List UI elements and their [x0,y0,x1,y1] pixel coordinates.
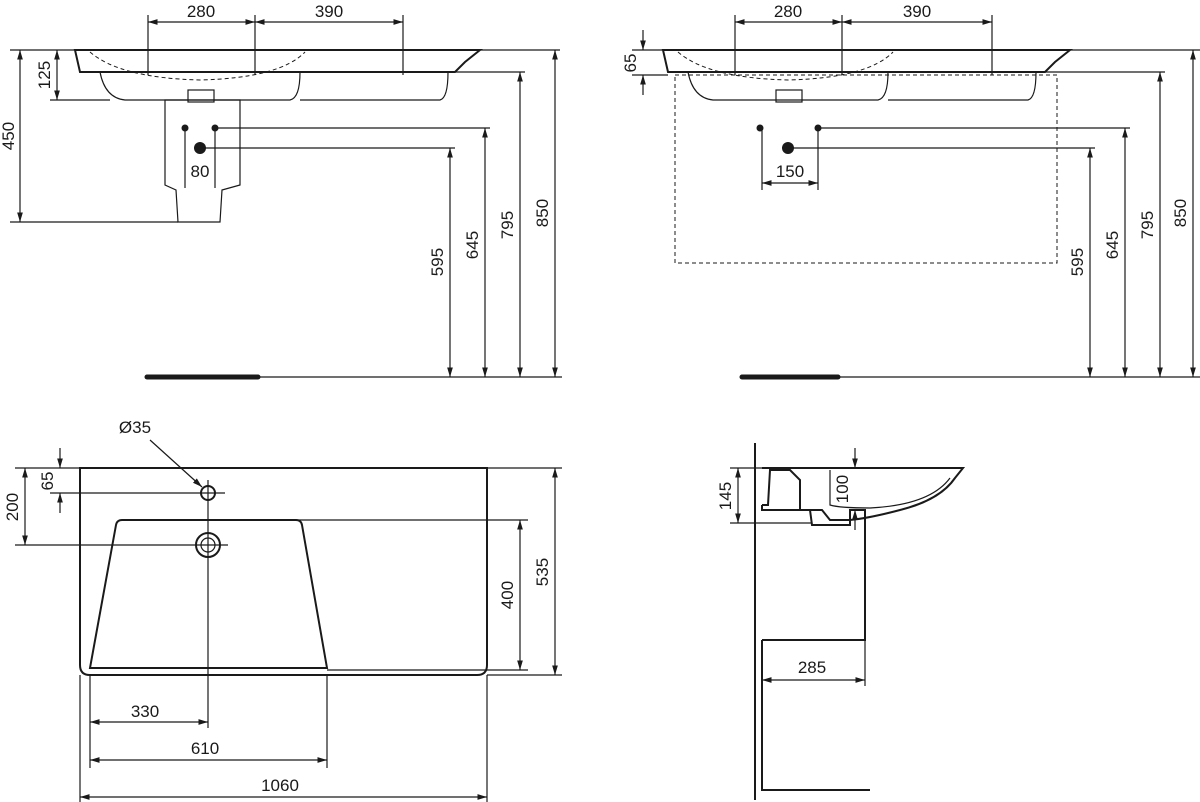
dim-535: 535 [533,558,552,586]
dim-145: 145 [716,482,735,510]
dim-65: 65 [621,54,640,73]
dim-850: 850 [1171,199,1190,227]
dim-125: 125 [35,61,54,89]
front-pedestal-view: 280 390 80 125 450 595 645 795 850 [0,2,562,380]
dim-285: 285 [798,658,826,677]
dim-595: 595 [428,248,447,276]
dim-150: 150 [776,162,804,181]
dim-795: 795 [1138,211,1157,239]
dim-1060: 1060 [261,776,299,795]
dim-80: 80 [191,162,210,181]
dim-450: 450 [0,122,18,150]
front-furniture-view: 280 390 65 150 595 645 795 850 [621,2,1200,380]
dim-795: 795 [498,211,517,239]
hole-diameter-label: Ø35 [119,418,151,437]
dim-595: 595 [1068,248,1087,276]
dim-400: 400 [498,581,517,609]
dim-850: 850 [533,199,552,227]
dim-645: 645 [1103,231,1122,259]
dim-330: 330 [131,702,159,721]
plan-view: Ø35 65 200 400 535 330 610 1060 [3,418,562,802]
dim-280: 280 [774,2,802,21]
dim-280: 280 [187,2,215,21]
dim-200: 200 [3,493,22,521]
dim-390: 390 [903,2,931,21]
side-view: 145 100 285 [716,443,966,800]
dim-100: 100 [833,475,852,503]
dim-610: 610 [191,739,219,758]
dim-390: 390 [315,2,343,21]
dim-65: 65 [38,472,57,491]
dim-645: 645 [463,231,482,259]
